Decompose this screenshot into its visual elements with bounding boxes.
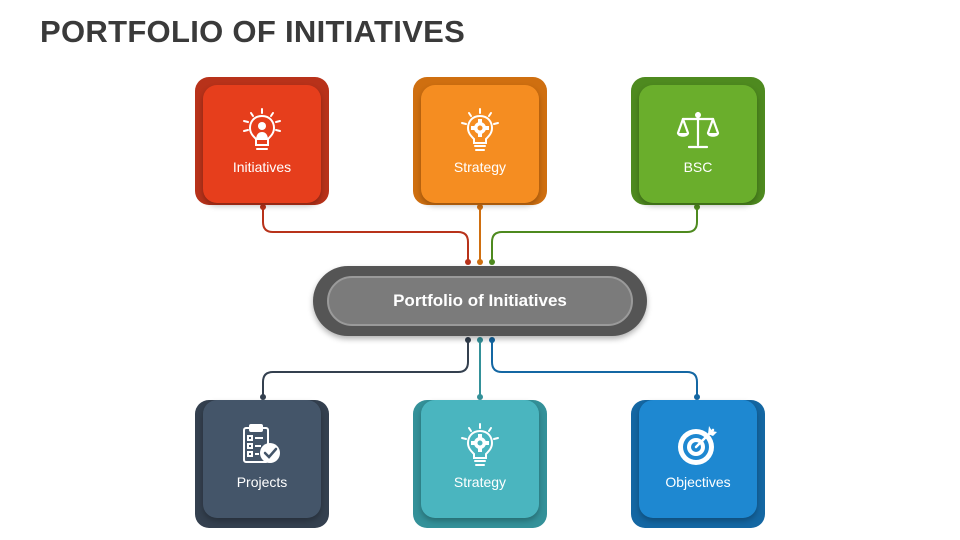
central-hub: Portfolio of Initiatives: [313, 266, 647, 336]
connector-dot: [477, 204, 483, 210]
hub-label: Portfolio of Initiatives: [327, 276, 633, 326]
card-label: BSC: [683, 159, 713, 175]
connector-dot: [260, 204, 266, 210]
connector-dot: [465, 259, 471, 265]
connector-dot: [694, 394, 700, 400]
card-initiatives: Initiatives: [195, 77, 329, 205]
balance-scale-icon: [676, 111, 720, 149]
connector-dot: [694, 204, 700, 210]
card-strategy-top: Strategy: [413, 77, 547, 205]
connector-projects: [262, 340, 469, 398]
card-bsc: BSC: [631, 77, 765, 205]
connector-dot: [477, 394, 483, 400]
page-title: PORTFOLIO OF INITIATIVES: [40, 14, 466, 49]
connector-dot: [489, 259, 495, 265]
clipboard-check-icon: [243, 424, 280, 463]
lightbulb-gear-icon: [461, 108, 499, 151]
card-label: Strategy: [453, 159, 507, 175]
connector-dot: [465, 337, 471, 343]
card-strategy-bottom: Strategy: [413, 400, 547, 528]
connector-bsc: [491, 206, 698, 262]
lightbulb-gear-icon: [461, 423, 499, 466]
connector-initiatives: [262, 206, 469, 262]
target-arrow-icon: [678, 426, 717, 465]
lightbulb-person-icon: [243, 108, 281, 150]
connector-dot: [489, 337, 495, 343]
card-objectives: Objectives: [631, 400, 765, 528]
card-label: Initiatives: [232, 159, 292, 175]
connector-dot: [477, 337, 483, 343]
connector-dot: [260, 394, 266, 400]
card-projects: Projects: [195, 400, 329, 528]
connector-objectives: [491, 340, 698, 398]
card-label: Objectives: [665, 474, 731, 490]
card-label: Strategy: [453, 474, 507, 490]
connector-dot: [477, 259, 483, 265]
card-label: Projects: [236, 474, 288, 490]
